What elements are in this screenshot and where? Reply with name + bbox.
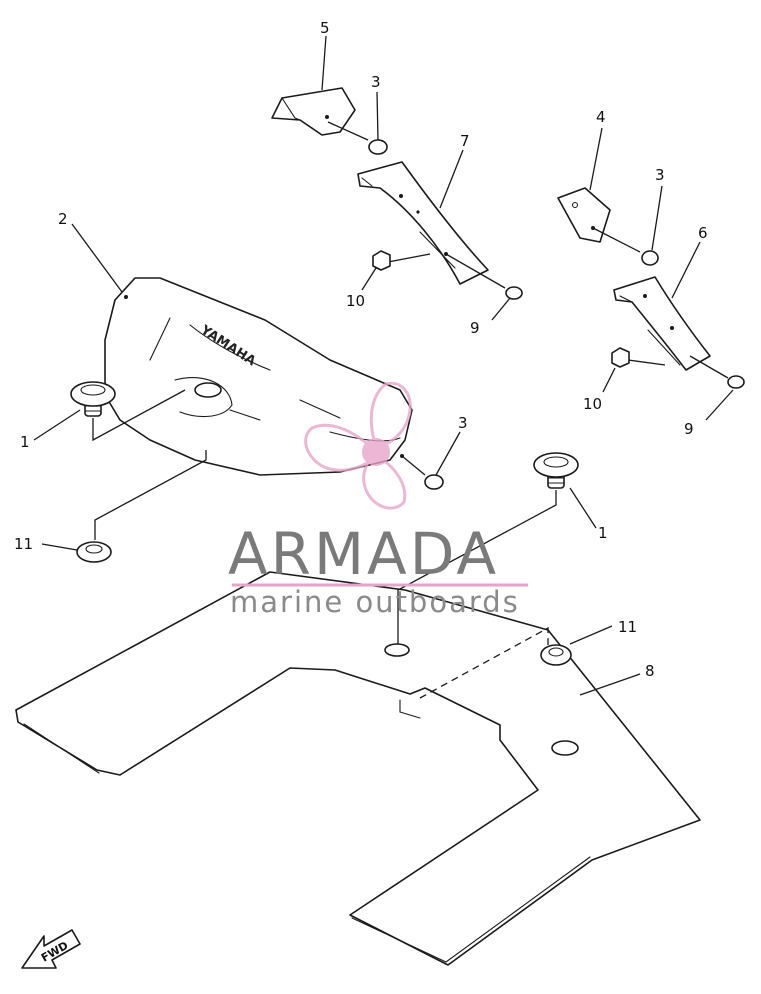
callout-1-right: 1 (569, 487, 608, 542)
callout-9-left: 9 (470, 297, 511, 337)
callout-8: 8 (579, 662, 655, 696)
callout-11-right: 11 (569, 618, 637, 645)
callout-6: 6 (671, 224, 708, 299)
callout-7: 7 (439, 132, 470, 209)
curved-plate-part-6 (613, 276, 711, 371)
svg-text:10: 10 (583, 395, 602, 413)
screw-part-9-left (445, 253, 523, 300)
knob-part-1-right (533, 452, 579, 489)
callout-5: 5 (320, 19, 330, 91)
watermark-title: ARMADA (228, 520, 499, 588)
svg-text:4: 4 (596, 108, 606, 126)
callout-3-right: 3 (651, 166, 665, 251)
svg-text:9: 9 (684, 420, 694, 438)
svg-text:5: 5 (320, 19, 330, 37)
callout-3-cover: 3 (435, 414, 468, 476)
callout-11-left: 11 (14, 535, 78, 553)
svg-text:8: 8 (645, 662, 655, 680)
svg-text:7: 7 (460, 132, 470, 150)
svg-text:9: 9 (470, 319, 480, 337)
armada-propeller-logo (304, 381, 412, 510)
svg-text:10: 10 (346, 292, 365, 310)
callout-3-top: 3 (371, 73, 381, 141)
assembly-line-cover-to-plate (94, 450, 207, 540)
svg-text:3: 3 (371, 73, 381, 91)
fwd-arrow-icon: FWD (21, 929, 81, 969)
nut-part-10-right (611, 347, 666, 368)
nut-part-10-left (372, 250, 431, 271)
plate-part-8 (15, 571, 701, 966)
assembly-line-knob-right (397, 490, 557, 644)
bracket-part-4 (557, 187, 611, 243)
svg-text:1: 1 (20, 433, 30, 451)
svg-text:11: 11 (14, 535, 33, 553)
assembly-line-grommet-right (419, 626, 549, 699)
curved-plate-part-7 (357, 161, 489, 285)
screw-part-9-right (689, 355, 745, 389)
callout-9-right: 9 (684, 389, 734, 438)
callout-1-left: 1 (20, 409, 81, 451)
svg-text:2: 2 (58, 210, 68, 228)
grommet-part-11-left (76, 541, 112, 563)
svg-text:6: 6 (698, 224, 708, 242)
callout-10-right: 10 (583, 367, 616, 413)
screw-part-3-right (592, 227, 659, 266)
screw-part-3-cover (400, 454, 444, 490)
svg-text:1: 1 (598, 524, 608, 542)
watermark-subtitle: marine outboards (230, 585, 520, 619)
knob-part-1-left (70, 381, 116, 417)
callout-10-left: 10 (346, 267, 377, 310)
grommet-part-11-right (540, 644, 572, 666)
svg-text:3: 3 (655, 166, 665, 184)
callout-2: 2 (58, 210, 123, 293)
svg-text:11: 11 (618, 618, 637, 636)
svg-text:3: 3 (458, 414, 468, 432)
assembly-line-knob-left (92, 389, 186, 442)
callout-4: 4 (589, 108, 606, 191)
bracket-part-5 (271, 87, 356, 136)
